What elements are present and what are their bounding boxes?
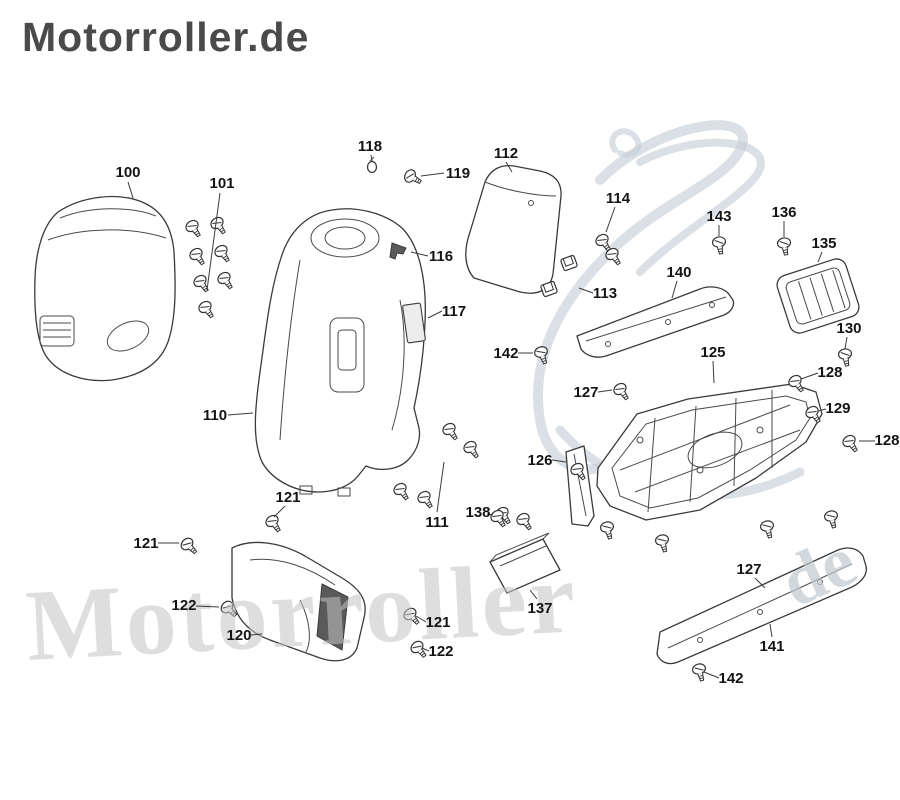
leader-line xyxy=(195,605,220,608)
part-strip-117 xyxy=(402,302,426,344)
part-lower-cover-120 xyxy=(231,541,366,662)
part-trim-strip-141 xyxy=(656,547,868,665)
part-number-label: 128 xyxy=(874,432,899,449)
screw-icon xyxy=(776,236,794,257)
part-grate-135 xyxy=(776,258,860,334)
screw-icon xyxy=(215,269,237,293)
screw-icon xyxy=(183,217,205,241)
leader-line xyxy=(206,192,221,291)
leader-line xyxy=(529,589,538,600)
leader-line xyxy=(370,154,373,162)
leader-line xyxy=(421,647,430,652)
screw-icon xyxy=(461,438,483,462)
part-number-label: 135 xyxy=(811,235,836,252)
part-number-label: 111 xyxy=(425,514,448,531)
leader-line xyxy=(505,161,513,173)
leader-line xyxy=(127,181,134,199)
part-number-label: 129 xyxy=(825,400,850,417)
screw-icon xyxy=(598,519,617,541)
clip-icon xyxy=(559,254,579,272)
leader-line xyxy=(250,633,263,636)
part-hook-116 xyxy=(389,242,407,260)
leader-line xyxy=(415,615,427,623)
leader-line xyxy=(844,336,848,350)
leader-line xyxy=(800,372,819,380)
part-number-label: 142 xyxy=(493,345,518,362)
part-leg-shield-110 xyxy=(254,208,426,497)
screw-icon xyxy=(758,518,777,540)
part-number-label: 143 xyxy=(706,208,731,225)
screw-icon xyxy=(611,380,633,404)
part-number-label: 127 xyxy=(736,561,761,578)
screw-icon xyxy=(711,235,729,256)
part-number-label: 140 xyxy=(666,264,691,281)
part-number-label: 116 xyxy=(429,248,453,265)
leader-line xyxy=(605,206,616,233)
part-front-cover-100 xyxy=(34,195,176,382)
screw-icon xyxy=(196,298,218,322)
part-number-label: 142 xyxy=(718,670,743,687)
leader-line xyxy=(273,505,286,518)
part-number-label: 120 xyxy=(226,627,251,644)
part-number-label: 113 xyxy=(593,285,617,302)
part-number-label: 138 xyxy=(465,504,490,521)
part-inner-lid-112 xyxy=(465,164,562,294)
screw-icon xyxy=(514,510,536,534)
part-number-label: 112 xyxy=(494,145,518,162)
part-number-label: 130 xyxy=(836,320,861,337)
leader-line xyxy=(703,671,720,679)
part-number-label: 122 xyxy=(171,597,196,614)
watermark-text: Motorroller xyxy=(23,541,580,683)
brand-logo: Motorroller.de xyxy=(22,14,310,60)
screw-icon xyxy=(440,420,462,444)
leader-line xyxy=(671,280,678,299)
leader-line xyxy=(551,459,567,463)
part-number-label: 121 xyxy=(133,535,158,552)
screw-icon xyxy=(840,432,862,456)
screw-icon xyxy=(187,245,209,269)
leader-line xyxy=(754,577,766,589)
leader-line xyxy=(436,461,445,513)
part-number-label: 121 xyxy=(425,614,450,631)
part-number-label: 110 xyxy=(203,407,227,424)
part-floor-panel-125 xyxy=(596,383,823,521)
leader-line xyxy=(227,412,254,416)
leader-line xyxy=(486,513,494,516)
callout-layer: 100 101 118 119 112 114 143 136 135 116 140 113 117 1… xyxy=(115,138,899,687)
leader-line xyxy=(712,360,715,384)
part-number-label: 118 xyxy=(358,138,382,155)
leader-line xyxy=(427,310,443,319)
part-number-label: 126 xyxy=(527,452,552,469)
leader-line xyxy=(597,389,613,393)
screw-icon xyxy=(391,480,413,504)
part-number-label: 121 xyxy=(275,489,300,506)
part-number-label: 119 xyxy=(446,165,470,182)
part-number-label: 122 xyxy=(428,643,453,660)
part-number-label: 114 xyxy=(606,190,631,207)
part-number-label: 117 xyxy=(442,303,466,320)
part-cover-box-137 xyxy=(489,532,561,594)
part-number-label: 101 xyxy=(209,175,234,192)
screw-icon xyxy=(208,214,230,238)
part-number-label: 125 xyxy=(700,344,725,361)
part-number-label: 128 xyxy=(817,364,842,381)
part-number-label: 137 xyxy=(527,600,552,617)
leader-line xyxy=(410,251,429,257)
part-trim-strip-140 xyxy=(576,286,735,358)
part-number-label: 141 xyxy=(759,638,784,655)
part-number-label: 127 xyxy=(573,384,598,401)
part-number-label: 136 xyxy=(771,204,796,221)
screw-icon xyxy=(212,242,234,266)
part-number-label: 100 xyxy=(115,164,140,181)
leader-line xyxy=(817,251,823,263)
screw-icon xyxy=(178,535,201,558)
screw-icon xyxy=(415,488,437,512)
leader-line xyxy=(578,287,594,294)
leader-line xyxy=(420,172,445,177)
leader-line xyxy=(769,623,773,638)
screw-icon xyxy=(653,532,672,554)
screw-icon xyxy=(401,167,425,189)
leader-line xyxy=(817,408,827,412)
